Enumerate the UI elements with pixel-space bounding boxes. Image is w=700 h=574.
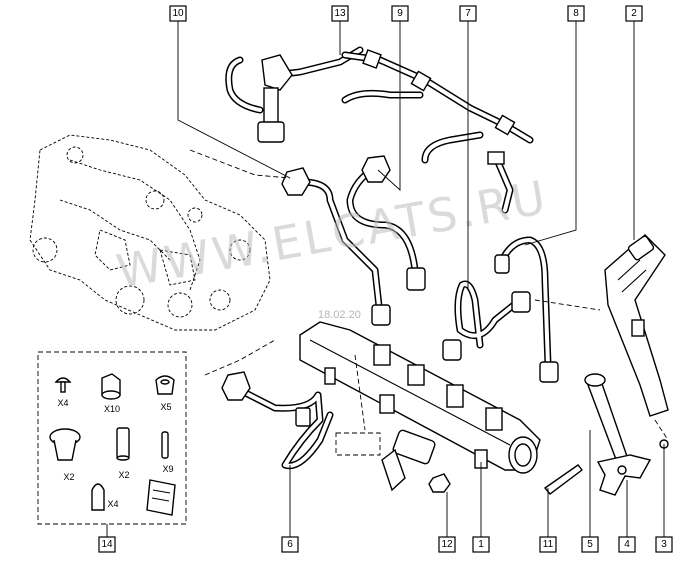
svg-text:11: 11 bbox=[543, 539, 554, 550]
svg-text:9: 9 bbox=[397, 8, 403, 19]
watermark-text: WWW.ELCATS.RU bbox=[113, 170, 553, 299]
kit-item-x2-seal: X2 bbox=[49, 428, 81, 482]
kit-item-x2-sleeve: X2 bbox=[116, 427, 130, 480]
leak-off-line bbox=[221, 371, 334, 470]
callout-13: 13 bbox=[331, 5, 349, 22]
leader-lines bbox=[106, 21, 665, 540]
svg-text:3: 3 bbox=[661, 539, 667, 550]
callout-12: 12 bbox=[438, 536, 456, 553]
kit-item-label: X4 bbox=[57, 398, 68, 408]
injector-clamp-hardware bbox=[428, 373, 669, 496]
kit-item-label: X2 bbox=[63, 472, 74, 482]
svg-text:13: 13 bbox=[334, 8, 346, 19]
callout-11: 11 bbox=[539, 536, 557, 553]
svg-text:10: 10 bbox=[172, 8, 184, 19]
callout-7: 7 bbox=[459, 5, 477, 22]
kit-item-label: X10 bbox=[104, 404, 120, 414]
fuel-rail bbox=[299, 321, 541, 492]
callout-1: 1 bbox=[472, 536, 490, 553]
svg-text:14: 14 bbox=[101, 539, 113, 550]
callout-5: 5 bbox=[581, 536, 599, 553]
fuel-return-line bbox=[225, 46, 534, 214]
callout-14: 14 bbox=[98, 536, 116, 553]
kit-item-label: X2 bbox=[118, 470, 129, 480]
kit-item-x9-pin: X9 bbox=[161, 431, 174, 474]
watermark: WWW.ELCATS.RU 18.02.20 bbox=[113, 170, 553, 321]
svg-text:12: 12 bbox=[441, 539, 453, 550]
svg-text:5: 5 bbox=[587, 539, 593, 550]
seal-kit-frame bbox=[37, 351, 187, 525]
svg-text:2: 2 bbox=[631, 8, 637, 19]
svg-text:1: 1 bbox=[478, 539, 484, 550]
kit-instruction-booklet bbox=[146, 479, 176, 516]
callout-10: 10 bbox=[169, 5, 187, 22]
seal-kit: X4 X10 X5 X2 X2 X9 X4 bbox=[37, 351, 187, 525]
callout-9: 9 bbox=[391, 5, 409, 22]
svg-text:4: 4 bbox=[624, 539, 630, 550]
high-pressure-pump bbox=[29, 134, 271, 331]
kit-item-label: X9 bbox=[162, 464, 173, 474]
callout-4: 4 bbox=[618, 536, 636, 553]
kit-item-x10-plug: X10 bbox=[101, 373, 121, 414]
svg-text:8: 8 bbox=[573, 8, 579, 19]
svg-text:6: 6 bbox=[287, 539, 293, 550]
callout-2: 2 bbox=[625, 5, 643, 22]
assembly-guide-lines bbox=[189, 149, 669, 441]
svg-text:7: 7 bbox=[465, 8, 471, 19]
kit-item-x5-cap: X5 bbox=[155, 375, 175, 412]
watermark-date: 18.02.20 bbox=[318, 309, 361, 321]
kit-item-label: X5 bbox=[160, 402, 171, 412]
kit-item-x4-screw: X4 bbox=[54, 377, 72, 408]
callout-6: 6 bbox=[281, 536, 299, 553]
kit-item-x4-clip: X4 bbox=[91, 483, 119, 511]
callout-3: 3 bbox=[655, 536, 673, 553]
kit-item-label: X4 bbox=[107, 499, 118, 509]
high-pressure-pipes bbox=[281, 155, 559, 383]
injector bbox=[604, 234, 669, 417]
callout-8: 8 bbox=[567, 5, 585, 22]
